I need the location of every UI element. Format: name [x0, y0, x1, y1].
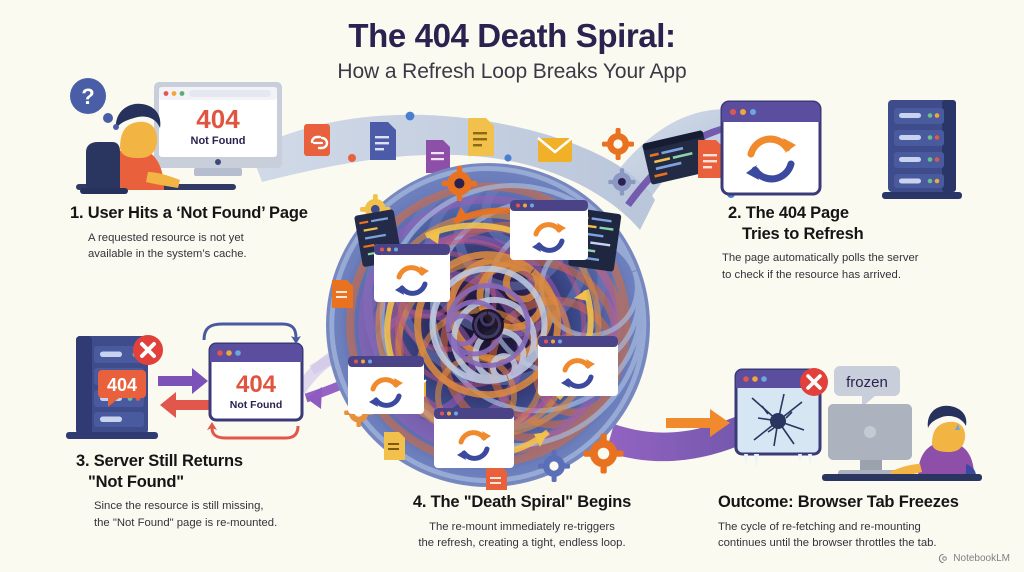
spiral-refresh-window [538, 336, 618, 396]
notebooklm-icon [939, 553, 948, 564]
document-icon [468, 118, 494, 156]
stream-icon-row [304, 111, 712, 185]
gear-icon [538, 450, 570, 482]
document-icon [370, 122, 396, 160]
notebooklm-label: NotebookLM [953, 553, 1010, 564]
step-4-body: The re-mount immediately re-triggers the… [372, 519, 672, 552]
spiral-refresh-window [348, 356, 424, 414]
document-icon [698, 140, 724, 178]
window-not-found-label: Not Found [230, 399, 282, 411]
step-3-body-line-1: Since the resource is still missing, [94, 500, 264, 513]
screen-not-found-label: Not Found [191, 135, 246, 147]
gear-icon [602, 128, 634, 160]
refresh-icon [746, 135, 796, 183]
spiral-refresh-window [374, 244, 450, 302]
server-rack-icon [882, 100, 962, 199]
x-circle-icon [800, 368, 828, 396]
step-2-body: The page automatically polls the server … [722, 250, 1012, 283]
title-block: The 404 Death Spiral: How a Refresh Loop… [0, 17, 1024, 84]
window-404-code: 404 [236, 371, 277, 398]
refresh-icon [369, 377, 403, 408]
step-1-body-line-2: available in the system’s cache. [88, 248, 247, 260]
x-circle-icon [133, 335, 163, 365]
thought-bubble-question: ? [81, 84, 94, 109]
scene-user-hits-404: 404 Not Found ? [70, 78, 282, 194]
step-1-heading: 1. User Hits a ‘Not Found’ Page [70, 204, 308, 222]
step-3-body: Since the resource is still missing, the… [72, 498, 372, 531]
gear-icon [441, 165, 477, 201]
outcome-body-line-1: The cycle of re-fetching and re-mounting [718, 520, 921, 533]
step-4-body-line-2: the refresh, creating a tight, endless l… [418, 537, 626, 549]
frozen-label: frozen [846, 374, 888, 391]
step-3-heading: 3. Server Still Returns "Not Found" [72, 451, 372, 492]
screen-404-code: 404 [196, 104, 240, 134]
outcome-heading: Outcome: Browser Tab Freezes [718, 493, 959, 511]
link-file-icon [304, 124, 330, 156]
refresh-icon [532, 222, 566, 253]
refresh-icon [395, 265, 429, 296]
gear-icon [608, 168, 636, 196]
document-icon [384, 432, 405, 460]
step-3-body-line-2: the "Not Found" page is re-mounted. [94, 516, 278, 529]
gear-icon [583, 433, 624, 474]
spiral-refresh-window [510, 200, 588, 260]
server-404-code: 404 [107, 375, 137, 395]
refresh-icon [561, 358, 595, 389]
step-4-block: 4. The "Death Spiral" Begins The re-moun… [372, 492, 672, 551]
step-4-heading: 4. The "Death Spiral" Begins [412, 493, 632, 511]
step-3-heading-line-2: "Not Found" [88, 472, 184, 491]
step-1-body: A requested resource is not yet availabl… [70, 230, 370, 263]
step-3-block: 3. Server Still Returns "Not Found" Sinc… [72, 451, 372, 531]
death-spiral-vortex [326, 163, 650, 490]
spiral-refresh-window [434, 408, 514, 468]
step-2-body-line-2: to check if the resource has arrived. [722, 268, 901, 281]
document-icon [426, 140, 450, 173]
frozen-speech-bubble: frozen [834, 366, 900, 407]
scene-browser-tab-freezes: frozen [734, 366, 982, 481]
step-1-body-line-1: A requested resource is not yet [88, 231, 244, 244]
step-1-block: 1. User Hits a ‘Not Found’ Page A reques… [70, 203, 370, 262]
step-2-block: 2. The 404 Page Tries to Refresh The pag… [722, 203, 1012, 283]
step-2-heading: 2. The 404 Page Tries to Refresh [722, 203, 1012, 244]
step-3-heading-line-1: 3. Server Still Returns [76, 452, 243, 470]
step-2-heading-line-1: 2. The 404 Page [728, 204, 849, 222]
response-arrow [160, 392, 210, 418]
page-subtitle: How a Refresh Loop Breaks Your App [337, 59, 687, 83]
outcome-body: The cycle of re-fetching and re-mounting… [718, 519, 1018, 552]
step-2-heading-line-2: Tries to Refresh [742, 224, 864, 243]
outcome-body-line-2: continues until the browser throttles th… [718, 537, 937, 549]
refresh-icon [457, 430, 491, 461]
step-4-body-line-1: The re-mount immediately re-triggers [429, 520, 615, 533]
document-icon [332, 280, 353, 308]
request-arrow [158, 368, 208, 394]
document-icon [486, 466, 507, 490]
server-404-badge: 404 [98, 370, 146, 407]
envelope-icon [537, 136, 573, 162]
scene-server-returns-404: 404 404 Not Found [66, 322, 304, 440]
scene-page-tries-refresh [720, 100, 962, 199]
step-2-body-line-1: The page automatically polls the server [722, 252, 919, 265]
page-title: The 404 Death Spiral: [348, 17, 676, 54]
outcome-block: Outcome: Browser Tab Freezes The cycle o… [718, 492, 1018, 551]
code-window-icon [642, 130, 712, 185]
notebooklm-watermark: NotebookLM [938, 553, 1010, 564]
